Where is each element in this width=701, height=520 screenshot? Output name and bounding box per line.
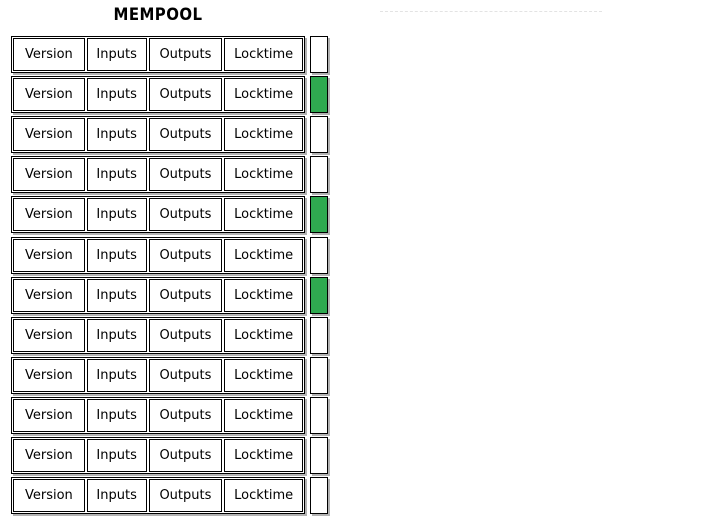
tx-field-locktime: Locktime	[224, 238, 303, 272]
tx-status-indicator-empty[interactable]	[310, 396, 328, 434]
tx-field-version: Version	[13, 318, 85, 352]
tx-field-outputs: Outputs	[148, 278, 223, 312]
tx-status-indicator-empty[interactable]	[310, 356, 328, 394]
tx-status-indicator-empty[interactable]	[310, 236, 328, 274]
tx-status-indicator-empty[interactable]	[310, 116, 328, 154]
tx-field-outputs: Outputs	[148, 78, 223, 112]
tx-field-inputs: Inputs	[86, 398, 147, 432]
tx-field-locktime: Locktime	[224, 278, 303, 312]
tx-field-inputs: Inputs	[86, 358, 147, 392]
tx-field-inputs: Inputs	[86, 479, 147, 513]
tx-field-locktime: Locktime	[224, 479, 303, 513]
tx-field-version: Version	[13, 78, 85, 112]
tx-field-outputs: Outputs	[148, 38, 223, 71]
tx-status-indicator-empty[interactable]	[310, 156, 328, 194]
tx-field-outputs: Outputs	[148, 118, 223, 152]
tx-field-inputs: Inputs	[86, 158, 147, 192]
tx-field-outputs: Outputs	[148, 238, 223, 272]
tx-field-version: Version	[13, 278, 85, 312]
tx-field-version: Version	[13, 198, 85, 232]
tx-field-locktime: Locktime	[224, 398, 303, 432]
tx-status-indicator-selected[interactable]	[310, 196, 328, 234]
tx-field-version: Version	[13, 118, 85, 152]
tx-field-locktime: Locktime	[224, 439, 303, 472]
tx-field-version: Version	[13, 158, 85, 192]
tx-field-outputs: Outputs	[148, 198, 223, 232]
tx-field-version: Version	[13, 439, 85, 472]
tx-field-locktime: Locktime	[224, 38, 303, 71]
tx-field-locktime: Locktime	[224, 158, 303, 192]
tx-field-inputs: Inputs	[86, 318, 147, 352]
tx-field-locktime: Locktime	[224, 318, 303, 352]
tx-field-outputs: Outputs	[148, 358, 223, 392]
tx-field-outputs: Outputs	[148, 398, 223, 432]
guide-line	[380, 11, 602, 12]
tx-status-indicator-empty[interactable]	[310, 477, 328, 515]
tx-field-version: Version	[13, 38, 85, 71]
tx-field-version: Version	[13, 238, 85, 272]
tx-field-inputs: Inputs	[86, 38, 147, 71]
tx-field-version: Version	[13, 358, 85, 392]
tx-field-outputs: Outputs	[148, 158, 223, 192]
tx-field-inputs: Inputs	[86, 238, 147, 272]
tx-field-inputs: Inputs	[86, 198, 147, 232]
tx-field-inputs: Inputs	[86, 78, 147, 112]
tx-status-indicator-empty[interactable]	[310, 36, 328, 73]
tx-field-version: Version	[13, 479, 85, 513]
tx-status-indicator-selected[interactable]	[310, 76, 328, 114]
tx-field-version: Version	[13, 398, 85, 432]
tx-field-locktime: Locktime	[224, 78, 303, 112]
tx-status-indicator-empty[interactable]	[310, 437, 328, 474]
tx-field-outputs: Outputs	[148, 479, 223, 513]
tx-field-inputs: Inputs	[86, 278, 147, 312]
tx-field-inputs: Inputs	[86, 118, 147, 152]
tx-status-indicator-empty[interactable]	[310, 316, 328, 354]
tx-field-locktime: Locktime	[224, 198, 303, 232]
tx-field-locktime: Locktime	[224, 358, 303, 392]
tx-status-indicator-selected[interactable]	[310, 276, 328, 314]
tx-field-locktime: Locktime	[224, 118, 303, 152]
tx-field-outputs: Outputs	[148, 318, 223, 352]
page-title: MEMPOOL	[113, 5, 203, 25]
tx-field-outputs: Outputs	[148, 439, 223, 472]
tx-field-inputs: Inputs	[86, 439, 147, 472]
